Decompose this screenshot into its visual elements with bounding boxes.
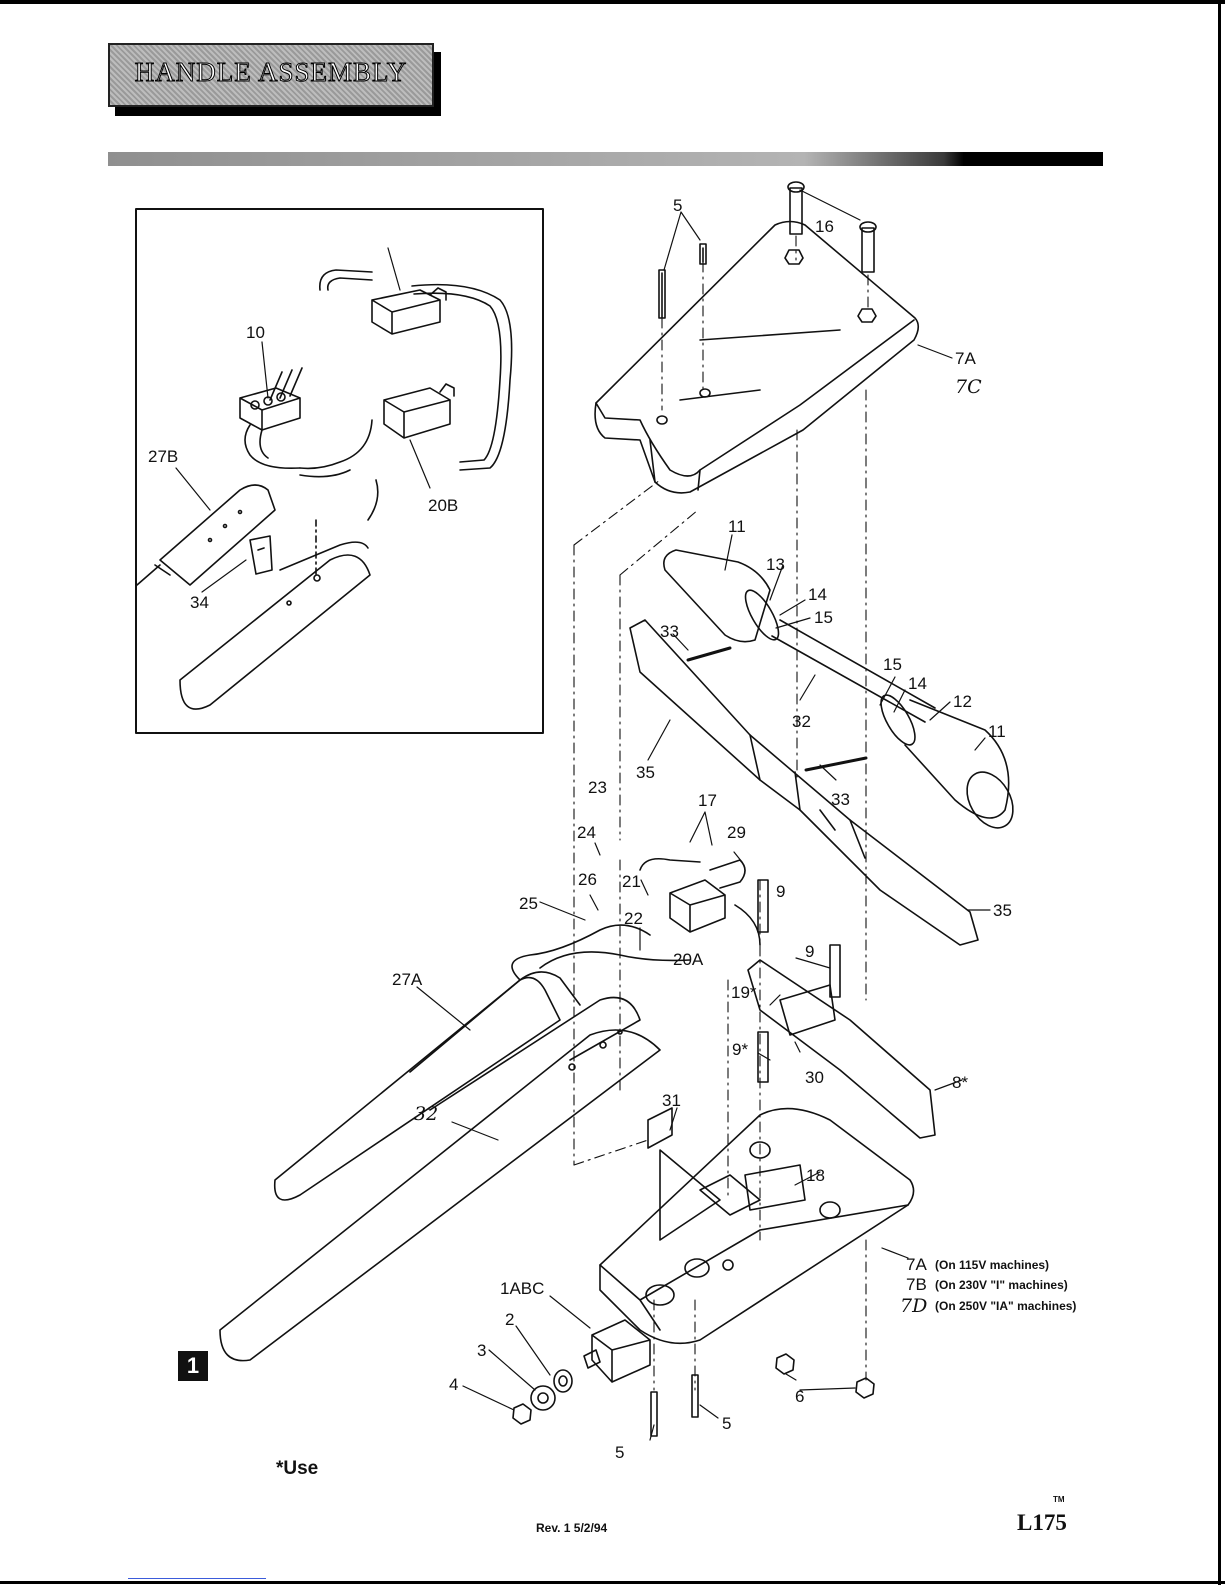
inset-frame	[136, 209, 543, 733]
cord-27a	[275, 925, 690, 1200]
top-cover-7a	[595, 222, 918, 493]
callout-1abc: 1ABC	[500, 1279, 544, 1298]
callout-7c: 7C	[955, 376, 982, 398]
callout-24: 24	[577, 823, 596, 842]
callout-18: 18	[806, 1166, 825, 1185]
callout-21: 21	[622, 872, 641, 891]
callout-13: 13	[766, 555, 785, 574]
callout-8: 8*	[952, 1073, 968, 1092]
variant-note: (On 250V "IA" machines)	[935, 1299, 1076, 1313]
callout-6: 6	[795, 1387, 804, 1406]
callout-32-handwritten: 32	[414, 1103, 438, 1125]
callout-15: 15	[883, 655, 902, 674]
screws-5-bottom	[651, 1375, 698, 1436]
callout-9-star: 9*	[732, 1040, 748, 1059]
callout-23: 23	[588, 778, 607, 797]
callout-20b: 20B	[428, 496, 458, 515]
callout-12: 12	[953, 692, 972, 711]
callout-14: 14	[808, 585, 827, 604]
callout-3: 3	[477, 1341, 486, 1360]
callout-9: 9	[805, 942, 814, 961]
variant-code: 7D	[900, 1295, 927, 1317]
link-underline[interactable]	[128, 1578, 266, 1579]
callout-5: 5	[673, 196, 682, 215]
callout-labels: 5 16 7A 11 13 14 15 33 15 14 12 11 32 35…	[148, 196, 1012, 1462]
revision-label: Rev. 1 5/2/94	[536, 1521, 607, 1535]
callout-35: 35	[993, 901, 1012, 920]
screws-5-top	[659, 244, 706, 318]
handle-tube	[220, 998, 660, 1361]
page-tag: 1	[178, 1351, 208, 1381]
callout-5: 5	[722, 1414, 731, 1433]
callout-35: 35	[636, 763, 655, 782]
variant-code: 7A	[906, 1255, 927, 1274]
footnote: *Use	[276, 1458, 318, 1480]
callout-5: 5	[615, 1443, 624, 1462]
callout-11: 11	[728, 517, 746, 536]
handle-lever-8	[748, 960, 935, 1138]
callout-25: 25	[519, 894, 538, 913]
callout-31: 31	[662, 1091, 681, 1110]
callout-33: 33	[831, 790, 850, 809]
callout-29: 29	[727, 823, 746, 842]
pins-33	[688, 648, 866, 770]
callout-9: 9	[776, 882, 785, 901]
linkage-35	[630, 620, 978, 945]
callout-14: 14	[908, 674, 927, 693]
nuts-6	[776, 1354, 874, 1398]
callout-27a: 27A	[392, 970, 423, 989]
pins-9	[758, 880, 840, 1082]
callout-26: 26	[578, 870, 597, 889]
callout-27b: 27B	[148, 447, 178, 466]
callout-32: 32	[792, 712, 811, 731]
callout-34: 34	[190, 593, 209, 612]
callout-4: 4	[449, 1375, 458, 1394]
callout-17: 17	[698, 791, 717, 810]
bracket-31	[648, 1108, 672, 1148]
switch-20a	[640, 859, 760, 945]
callout-33: 33	[660, 622, 679, 641]
base-variant-list: 7A (On 115V machines) 7B (On 230V "I" ma…	[900, 1255, 1076, 1317]
nut-2	[554, 1370, 572, 1392]
callout-19: 19*	[731, 983, 757, 1002]
grip-11-right	[874, 690, 1022, 836]
callout-20a: 20A	[673, 950, 704, 969]
callout-2: 2	[505, 1310, 514, 1329]
callout-22: 22	[624, 909, 643, 928]
callout-15: 15	[814, 608, 833, 627]
model-number: L175	[1017, 1510, 1067, 1536]
variant-code: 7B	[906, 1275, 927, 1294]
callout-7a: 7A	[955, 349, 976, 368]
variant-note: (On 115V machines)	[935, 1258, 1049, 1272]
nut-4	[513, 1404, 531, 1424]
variant-note: (On 230V "I" machines)	[935, 1278, 1068, 1292]
callout-10: 10	[246, 323, 265, 342]
trademark-mark: TM	[1053, 1495, 1065, 1504]
callout-16: 16	[815, 217, 834, 236]
callout-11: 11	[988, 722, 1006, 741]
callout-30: 30	[805, 1068, 824, 1087]
